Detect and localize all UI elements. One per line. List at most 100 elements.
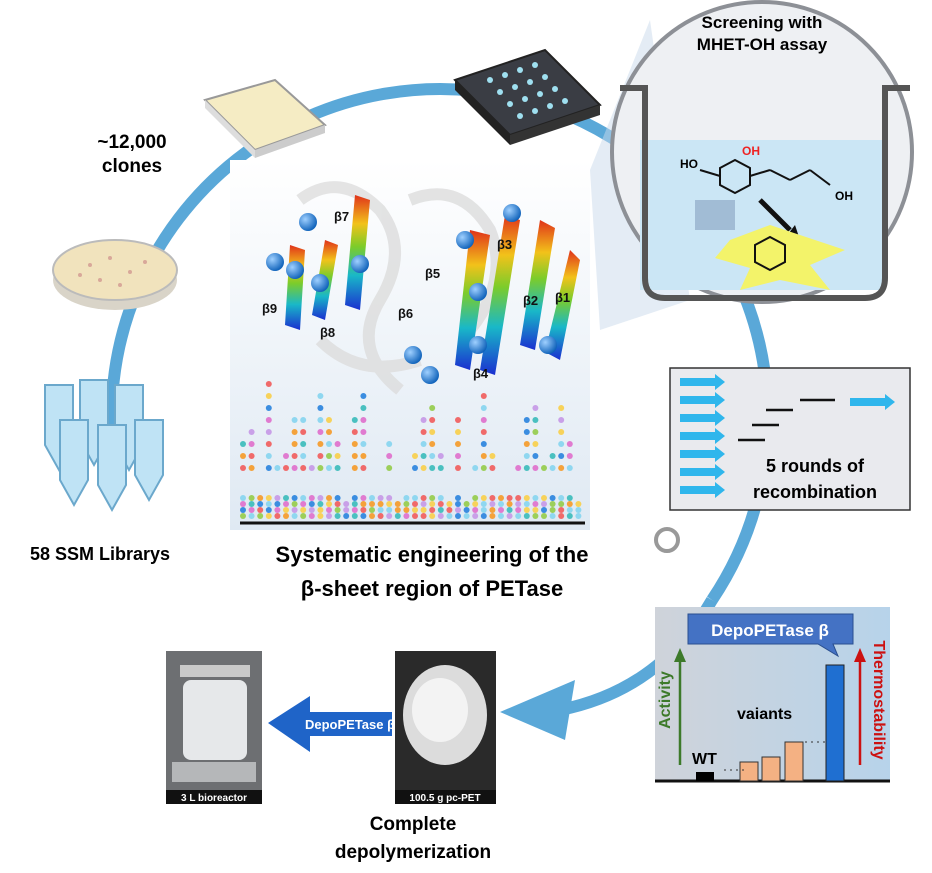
mutation-dot	[291, 417, 298, 423]
activity-chart-panel: DepoPETase β Activity Thermostability WT…	[655, 607, 890, 783]
strand-label-b1: β1	[555, 290, 570, 305]
mutation-dot	[455, 441, 461, 447]
mutation-dot	[558, 495, 565, 501]
mutation-dot	[240, 465, 246, 471]
mutation-dot	[523, 465, 530, 471]
mutation-dot	[360, 507, 367, 513]
mutation-dot	[549, 501, 556, 507]
chem-oh-label: OH	[742, 144, 760, 158]
mutation-dot	[300, 441, 307, 447]
mutation-dot	[480, 417, 487, 423]
mutation-dot	[472, 465, 479, 471]
mutation-dot	[351, 417, 358, 423]
mutation-dot	[455, 453, 461, 459]
mutation-dot	[403, 507, 410, 513]
mutation-dot	[291, 495, 298, 501]
mutation-dot	[240, 507, 246, 513]
mutation-dot	[291, 513, 298, 519]
mutation-dot	[369, 495, 375, 501]
mutation-dot	[300, 495, 307, 501]
variants-label: vaiants	[737, 706, 792, 723]
mutation-dot	[472, 495, 479, 501]
mutation-dot	[257, 495, 264, 501]
mutation-dot	[248, 507, 255, 513]
libraries-label: 58 SSM Librarys	[30, 544, 170, 564]
mutation-dot	[532, 441, 539, 447]
bioreactor-photo: 3 L bioreactor	[166, 651, 262, 804]
mutation-dot	[351, 501, 358, 507]
mutation-dot	[291, 429, 298, 435]
mutation-dot	[283, 465, 289, 471]
mutation-dot	[523, 501, 530, 507]
mutation-dot	[437, 465, 444, 471]
mutation-dot	[480, 465, 487, 471]
strand-label-b2: β2	[523, 293, 538, 308]
mutation-dot	[257, 501, 264, 507]
mutation-dot	[283, 501, 289, 507]
mutation-dot	[360, 465, 367, 471]
mutation-dot	[515, 513, 522, 519]
mutation-dot	[300, 513, 307, 519]
mutation-dot	[412, 501, 418, 507]
mutation-dot	[291, 453, 298, 459]
mutation-dot	[386, 465, 393, 471]
mutation-dot	[532, 465, 539, 471]
mutation-dot	[523, 429, 530, 435]
mutation-dot	[326, 429, 332, 435]
mutation-dot	[240, 501, 246, 507]
strand-label-b5: β5	[425, 266, 440, 281]
mutation-dot	[248, 513, 255, 519]
mutation-dot	[523, 513, 530, 519]
mutation-dot	[240, 441, 246, 447]
mutation-dot	[420, 501, 427, 507]
mutation-dot	[549, 513, 556, 519]
pet-photo: 100.5 g pc-PET	[395, 651, 496, 804]
mutation-dot	[265, 381, 272, 387]
mutation-dot	[377, 495, 384, 501]
mutation-dot	[317, 405, 324, 411]
mutation-dot	[334, 495, 341, 501]
tubes-icon	[44, 379, 164, 513]
mutation-dot	[420, 513, 427, 519]
mutation-dot	[558, 453, 565, 459]
mutation-dot	[240, 495, 246, 501]
mutation-dot	[420, 465, 427, 471]
mutation-dot	[566, 513, 573, 519]
mutation-dot	[523, 441, 530, 447]
mutation-dot	[489, 453, 496, 459]
mutation-dot	[549, 495, 556, 501]
mutation-dot	[308, 501, 315, 507]
mutation-dot	[437, 453, 444, 459]
chem-ho-label: HO	[680, 157, 698, 171]
mutation-dot	[566, 453, 573, 459]
mutation-dot	[429, 495, 436, 501]
mutation-dot	[420, 429, 427, 435]
depopetase-bar	[825, 664, 845, 782]
mutation-dot	[429, 453, 436, 459]
mutation-dot	[549, 507, 556, 513]
mutation-dot	[240, 453, 246, 459]
mutation-dot	[360, 501, 367, 507]
mutation-dot	[575, 513, 582, 519]
mutation-dot	[532, 429, 539, 435]
mutation-dot	[326, 507, 332, 513]
mhet-oh-structure	[699, 158, 831, 195]
chart-banner: DepoPETase β	[711, 621, 829, 640]
mutation-dot	[300, 453, 307, 459]
mutation-dot	[326, 465, 332, 471]
mutation-dot	[248, 429, 255, 435]
mutation-dot	[455, 495, 461, 501]
protein-structure: β1 β2 β3 β4 β5 β6 β7 β8 β9	[230, 160, 590, 530]
mutation-dot	[558, 441, 565, 447]
mutation-dot	[472, 501, 479, 507]
mutation-dot	[317, 441, 324, 447]
mutation-dot	[369, 507, 375, 513]
variant-bar-3	[784, 741, 804, 782]
screening-magnifier: Screening with MHET-OH assay OH HO OH	[590, 0, 914, 330]
mutation-dot	[248, 465, 255, 471]
depolymerization-label-line1: Complete	[370, 814, 457, 835]
mutation-dot-plot	[240, 381, 582, 519]
mutation-dot	[265, 453, 272, 459]
mutation-dot	[274, 507, 281, 513]
